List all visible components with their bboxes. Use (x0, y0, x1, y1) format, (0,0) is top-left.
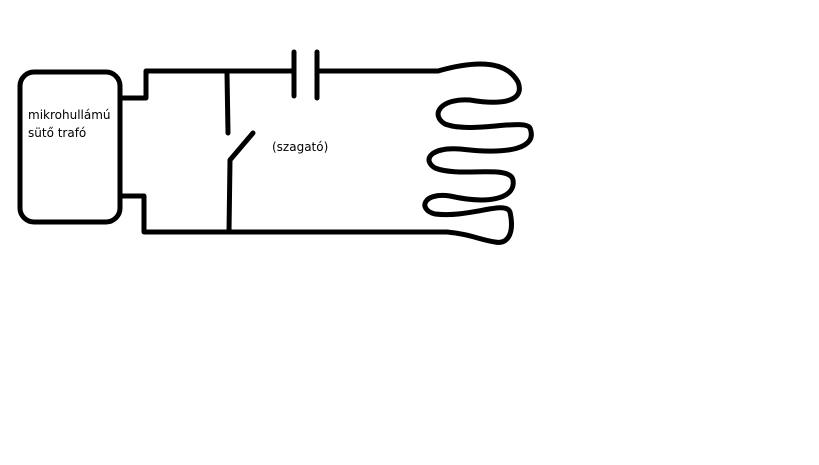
bottom-lead-wire (117, 193, 450, 235)
switch-arm (226, 130, 256, 235)
transformer-label-line1: mikrohullámú (28, 108, 111, 122)
transformer-box (17, 69, 123, 225)
switch-upper-contact (224, 70, 231, 136)
top-lead-wire (117, 68, 297, 101)
transformer-label-line2: sütő trafó (28, 126, 86, 140)
switch-label: (szagató) (272, 140, 328, 154)
coil (422, 61, 534, 245)
